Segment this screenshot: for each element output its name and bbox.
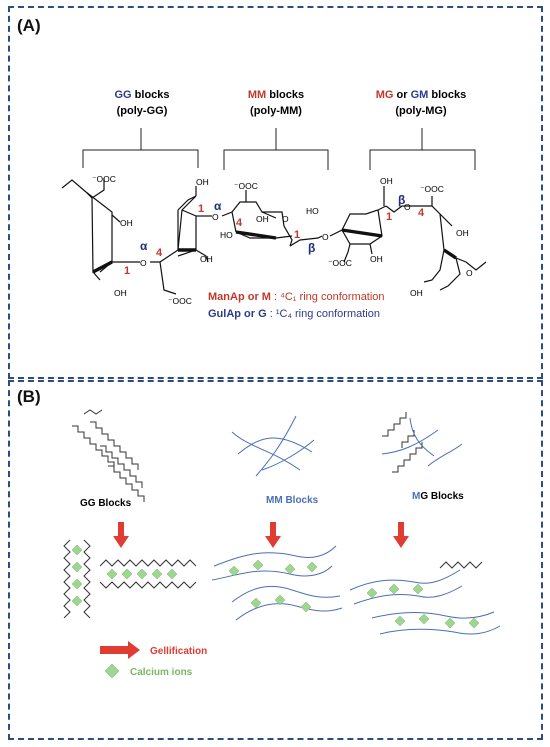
mm-chains-before: [231, 415, 315, 477]
mg-blocks-label: MG Blocks: [412, 491, 464, 502]
calcium-legend: Calcium ions: [104, 663, 193, 679]
svg-text:OH: OH: [456, 228, 469, 238]
panel-a: [8, 6, 543, 379]
svg-text:O: O: [404, 202, 411, 212]
svg-text:O: O: [212, 212, 219, 222]
alginate-chain: [61, 178, 487, 295]
svg-text:⁻OOC: ⁻OOC: [328, 258, 352, 268]
svg-text:α: α: [214, 199, 222, 213]
mm-subheader: (poly-MM): [250, 105, 302, 117]
svg-text:O: O: [140, 258, 147, 268]
svg-text:OH: OH: [200, 254, 213, 264]
gula-legend: GulAp or G : ¹C₄ ring conformation: [208, 308, 380, 320]
gg-gel-horizontal-ions: [106, 568, 178, 580]
svg-text:OH: OH: [256, 214, 269, 224]
mm-gel-ions: [228, 559, 318, 613]
block-brackets: [82, 128, 476, 170]
svg-text:OH: OH: [196, 177, 209, 187]
atom-labels: ⁻OOC OH OH O ⁻OOC OH OH O ⁻OOC HO OH O O…: [92, 174, 473, 306]
svg-text:O: O: [322, 232, 329, 242]
svg-text:OH: OH: [114, 288, 127, 298]
gellification-legend: Gellification: [100, 641, 207, 659]
svg-text:⁻OOC: ⁻OOC: [420, 184, 444, 194]
svg-text:β: β: [398, 193, 405, 207]
mg-header: MG or GM blocks: [376, 89, 467, 101]
gg-gel-vertical: [63, 539, 91, 619]
red-arrow-icon: [100, 641, 140, 659]
svg-text:OH: OH: [410, 288, 423, 298]
svg-text:⁻OOC: ⁻OOC: [168, 296, 192, 306]
svg-text:OH: OH: [370, 254, 383, 264]
svg-text:O: O: [282, 214, 289, 224]
mm-header: MM blocks: [248, 89, 304, 101]
svg-text:HO: HO: [306, 206, 319, 216]
mana-legend: ManAp or M : ⁴C₁ ring conformation: [208, 291, 385, 303]
gg-subheader: (poly-GG): [117, 105, 168, 117]
svg-text:1: 1: [198, 203, 204, 215]
svg-text:4: 4: [156, 247, 163, 259]
svg-text:Calcium ions: Calcium ions: [130, 667, 193, 678]
svg-text:1: 1: [386, 211, 392, 223]
svg-text:OH: OH: [380, 176, 393, 186]
svg-text:4: 4: [236, 217, 243, 229]
mg-gel-chains: [349, 569, 501, 635]
gellification-arrows: [113, 522, 409, 548]
mg-gel-ions: [366, 583, 480, 629]
linkage-numbers: 1 4 1 4 1 1 4: [124, 203, 425, 277]
mm-blocks-label: MM Blocks: [266, 495, 319, 506]
gg-gel-vertical-ions: [71, 544, 83, 607]
gg-blocks-label: GG Blocks: [80, 498, 132, 509]
svg-text:1: 1: [294, 229, 300, 241]
gg-gel-horizontal: [99, 559, 197, 589]
svg-text:Gellification: Gellification: [150, 646, 207, 657]
svg-text:OH: OH: [120, 218, 133, 228]
mg-gel-zigzag: [439, 561, 483, 569]
panel-b-label: (B): [17, 387, 41, 406]
svg-text:⁻OOC: ⁻OOC: [92, 174, 116, 184]
svg-text:⁻OOC: ⁻OOC: [234, 181, 258, 191]
svg-text:α: α: [140, 239, 148, 253]
svg-text:1: 1: [124, 265, 130, 277]
panel-a-label: (A): [17, 16, 41, 35]
gg-chains-before: [72, 409, 145, 502]
mg-chains-before: [381, 412, 463, 473]
svg-text:O: O: [466, 268, 473, 278]
svg-text:HO: HO: [220, 230, 233, 240]
mm-gel-chains: [211, 545, 343, 621]
svg-text:4: 4: [418, 207, 425, 219]
bold-ring-bonds: [92, 228, 457, 274]
linkage-greek: α α β β: [140, 193, 405, 255]
svg-text:β: β: [308, 241, 315, 255]
gg-header: GG blocks: [114, 89, 169, 101]
mg-subheader: (poly-MG): [395, 105, 447, 117]
green-diamond-icon: [104, 663, 120, 679]
panel-b: [8, 380, 543, 740]
